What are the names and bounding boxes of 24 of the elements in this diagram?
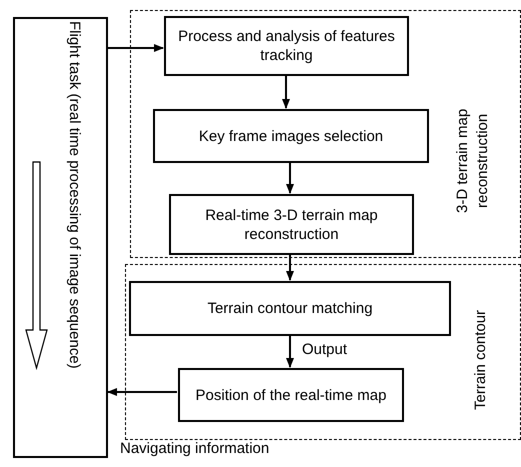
step-text: Key frame images selection [198, 126, 384, 146]
edge-label: Output [300, 341, 350, 358]
step-text: Process and analysis of features tracking [177, 27, 396, 65]
step-text: Real-time 3-D terrain map reconstruction [204, 206, 379, 244]
process-box [169, 194, 414, 255]
arrow [286, 162, 294, 194]
step-text: Position of the real-time map [196, 386, 386, 404]
output-note: Navigating information [120, 440, 270, 457]
arrow [107, 388, 177, 396]
step-text: Terrain contour matching [207, 299, 373, 318]
arrow [108, 44, 164, 52]
process-box [153, 109, 429, 163]
task-text: Flight task (real time processing of image sequence) [65, 21, 84, 371]
process-box [164, 16, 409, 76]
process-box [129, 281, 451, 336]
dashed-group-frame [125, 264, 521, 440]
arrow [286, 254, 294, 281]
group-heading: Terrain contour [471, 308, 490, 412]
dashed-group-frame [130, 10, 521, 258]
task-box [13, 17, 108, 458]
process-box [178, 368, 404, 422]
arrow [282, 75, 290, 109]
group-heading: 3-D terrain map reconstruction [453, 108, 492, 216]
arrow [286, 335, 294, 368]
